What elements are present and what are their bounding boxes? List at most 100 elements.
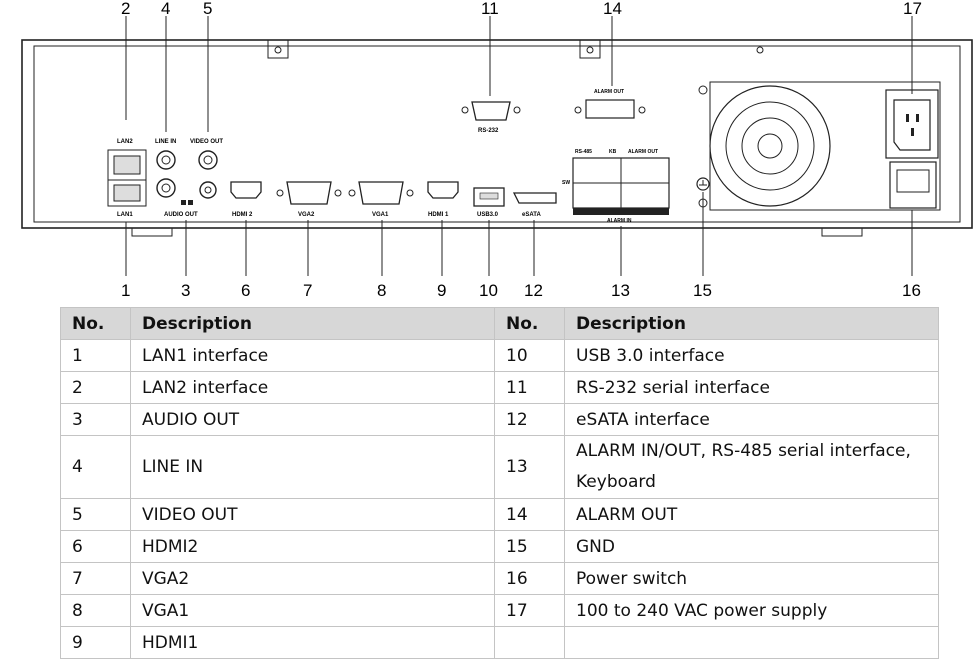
cell-description: VGA2 xyxy=(130,562,495,595)
rs485-label: RS-485 xyxy=(575,149,592,155)
esata-port xyxy=(512,192,557,204)
cell-description: VIDEO OUT xyxy=(130,498,495,531)
cell-description: Power switch xyxy=(564,562,939,595)
usb-port-tongue xyxy=(479,192,499,200)
power-inlet-pin xyxy=(916,114,919,122)
screw-icon xyxy=(756,46,764,54)
alarm-out-label: ALARM OUT xyxy=(628,149,658,155)
cell-description: VGA1 xyxy=(130,594,495,627)
cell-no: 4 xyxy=(60,435,131,499)
screw-icon xyxy=(461,106,469,114)
rs232-port xyxy=(471,101,511,121)
fan-grille xyxy=(709,81,941,211)
hdmi2-label: HDMI 2 xyxy=(232,212,253,218)
table-row: 4 LINE IN 13 ALARM IN/OUT, RS-485 serial… xyxy=(60,435,939,499)
lan2-label: LAN2 xyxy=(117,139,133,145)
fan-hub xyxy=(757,133,783,159)
vga2-label: VGA2 xyxy=(298,212,315,218)
cell-description: ALARM IN/OUT, RS-485 serial interface, K… xyxy=(564,435,939,499)
callout-number: 2 xyxy=(121,0,130,18)
hdmi1-label: HDMI 1 xyxy=(428,212,449,218)
cell-no: 13 xyxy=(494,435,565,499)
alarm-in-pin-strip xyxy=(573,208,669,215)
table-row: 6 HDMI2 15 GND xyxy=(60,530,939,563)
esata-label: eSATA xyxy=(522,212,541,218)
header-description: Description xyxy=(564,307,939,340)
cell-description: ALARM OUT xyxy=(564,498,939,531)
usb-label: USB3.0 xyxy=(477,212,499,218)
chassis-foot-right xyxy=(821,227,863,237)
audio-aux-jack xyxy=(199,181,217,199)
callout-number: 5 xyxy=(203,0,212,18)
cell-no: 9 xyxy=(60,626,131,659)
power-inlet-socket xyxy=(893,99,931,151)
header-description: Description xyxy=(130,307,495,340)
cell-no: 17 xyxy=(494,594,565,627)
cell-description: eSATA interface xyxy=(564,403,939,436)
cell-description xyxy=(564,626,939,659)
fan-ring xyxy=(725,101,815,191)
audio-out-marker xyxy=(188,200,193,205)
gnd-terminal-icon xyxy=(696,177,710,191)
chassis-top-tab-left xyxy=(267,40,289,59)
table-row: 7 VGA2 16 Power switch xyxy=(60,562,939,595)
cell-no: 14 xyxy=(494,498,565,531)
callout-number: 16 xyxy=(902,281,921,300)
audio-aux-jack-core xyxy=(204,186,212,194)
cell-no: 5 xyxy=(60,498,131,531)
vga2-port xyxy=(286,181,332,205)
audio-out-marker xyxy=(181,200,186,205)
callout-number: 10 xyxy=(479,281,498,300)
rear-panel-diagram: LAN2 LAN1 LINE IN VIDEO OUT AUDIO OUT HD… xyxy=(21,0,973,300)
chassis-outline xyxy=(21,39,973,229)
power-inlet-pin xyxy=(906,114,909,122)
cell-no: 7 xyxy=(60,562,131,595)
hdmi2-port xyxy=(230,181,262,199)
vga1-label: VGA1 xyxy=(372,212,389,218)
screw-icon xyxy=(348,189,356,197)
callout-number: 12 xyxy=(524,281,543,300)
cell-description: 100 to 240 VAC power supply xyxy=(564,594,939,627)
cell-description: LAN1 interface xyxy=(130,339,495,372)
line-in-jack xyxy=(156,150,176,170)
rs232-label: RS-232 xyxy=(478,128,499,134)
vga1-port xyxy=(358,181,404,205)
screw-icon xyxy=(574,106,582,114)
table-row: 8 VGA1 17 100 to 240 VAC power supply xyxy=(60,594,939,627)
power-switch-icon xyxy=(889,161,937,209)
alarm-out-top-label: ALARM OUT xyxy=(594,89,624,95)
cell-no: 1 xyxy=(60,339,131,372)
cell-no xyxy=(494,626,565,659)
table-row: 5 VIDEO OUT 14 ALARM OUT xyxy=(60,498,939,531)
table-row: 3 AUDIO OUT 12 eSATA interface xyxy=(60,403,939,436)
lan2-socket xyxy=(113,155,141,175)
line-in-label: LINE IN xyxy=(155,139,176,145)
screw-icon xyxy=(334,189,342,197)
cell-no: 10 xyxy=(494,339,565,372)
lan1-socket xyxy=(113,184,141,202)
callout-number: 15 xyxy=(693,281,712,300)
alarm-in-label: ALARM IN xyxy=(607,218,632,224)
power-switch-rocker xyxy=(896,169,930,193)
cell-no: 3 xyxy=(60,403,131,436)
cell-no: 8 xyxy=(60,594,131,627)
lan1-label: LAN1 xyxy=(117,212,133,218)
table-row: 1 LAN1 interface 10 USB 3.0 interface xyxy=(60,339,939,372)
screw-icon xyxy=(698,85,708,95)
callout-number: 8 xyxy=(377,281,386,300)
screw-icon xyxy=(638,106,646,114)
screw-icon xyxy=(276,189,284,197)
audio-out-jack-core xyxy=(161,183,171,193)
cell-description: LINE IN xyxy=(130,435,495,499)
cell-description: GND xyxy=(564,530,939,563)
lan1-port xyxy=(107,179,147,207)
callout-number: 4 xyxy=(161,0,170,18)
cell-no: 6 xyxy=(60,530,131,563)
fan-ring xyxy=(741,117,799,175)
alarm-out-terminal-block xyxy=(585,99,635,119)
table-header-row: No. Description No. Description xyxy=(60,307,939,340)
cell-no: 2 xyxy=(60,371,131,404)
header-no: No. xyxy=(60,307,131,340)
audio-out-jack xyxy=(156,178,176,198)
callout-number: 7 xyxy=(303,281,312,300)
